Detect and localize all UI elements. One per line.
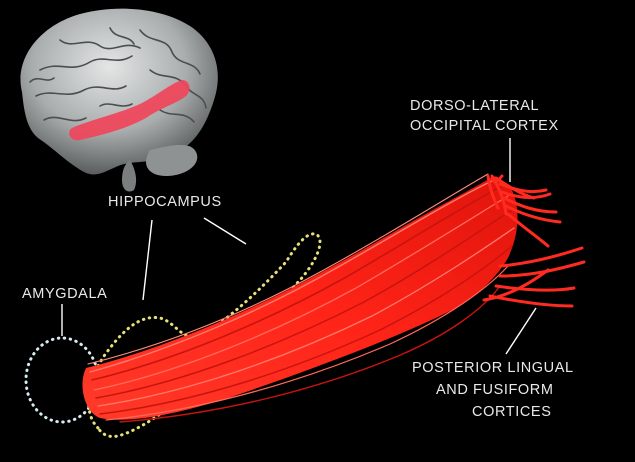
leader-lines — [61, 138, 537, 355]
brain-cerebellum — [145, 144, 198, 176]
label-amygdala: AMYGDALA — [22, 286, 107, 302]
label-dorso-lateral-line1: DORSO-LATERAL — [410, 98, 539, 114]
tract-body — [82, 176, 518, 420]
label-posterior-line1: POSTERIOR LINGUAL — [412, 360, 574, 376]
tract-fibers — [87, 173, 515, 423]
dorsal-fiber-ends — [486, 174, 562, 248]
temporal-highlight — [69, 80, 190, 141]
label-posterior-line3: CORTICES — [472, 404, 551, 420]
hippocampus-leader-left — [142, 219, 153, 301]
label-hippocampus: HIPPOCAMPUS — [108, 194, 222, 210]
label-posterior-line2: AND FUSIFORM — [436, 382, 554, 398]
fiber-tract — [82, 173, 586, 423]
posterior-leader — [505, 307, 537, 355]
hippocampus-leader-right — [203, 217, 247, 245]
ventral-fiber-ends — [482, 246, 586, 308]
label-dorso-lateral-line2: OCCIPITAL CORTEX — [410, 118, 559, 134]
brain-illustration — [20, 8, 218, 192]
brain-stem — [122, 160, 137, 192]
